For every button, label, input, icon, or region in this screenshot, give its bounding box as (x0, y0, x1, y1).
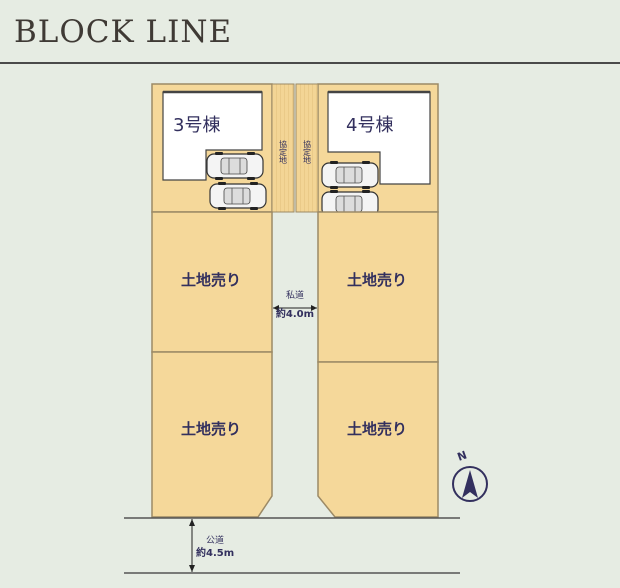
private-road-name: 私道 (286, 289, 304, 301)
car-3b (209, 181, 267, 211)
private-road-dimension (273, 305, 317, 311)
agreement-strip-left (271, 83, 295, 213)
agreement-strip-left-label: 協定地 (279, 139, 288, 164)
agreement-strip-right-label: 協定地 (303, 139, 312, 164)
agreement-strip-right (295, 83, 319, 213)
house3-label: 3号棟 (173, 115, 220, 136)
compass-north-label: N (456, 448, 469, 463)
lot-se (317, 361, 439, 518)
public-road-dimension (189, 519, 195, 572)
private-road-width: 約4.0m (276, 307, 314, 320)
page-title: BLOCK LINE (14, 14, 233, 50)
lot-ne (317, 211, 439, 363)
car-3a (206, 151, 264, 181)
lot-sw-label: 土地売り (181, 420, 241, 438)
lot-se-label: 土地売り (347, 420, 407, 438)
public-road-width: 約4.5m (196, 546, 234, 559)
lot-ne-label: 土地売り (347, 271, 407, 289)
car-4a (321, 160, 379, 190)
north-compass-icon: N (452, 448, 488, 502)
lot-sw (151, 351, 273, 518)
lot-nw-label: 土地売り (181, 271, 241, 289)
house4-label: 4号棟 (346, 115, 393, 136)
public-road-name: 公道 (206, 534, 224, 546)
title-divider (0, 62, 620, 64)
